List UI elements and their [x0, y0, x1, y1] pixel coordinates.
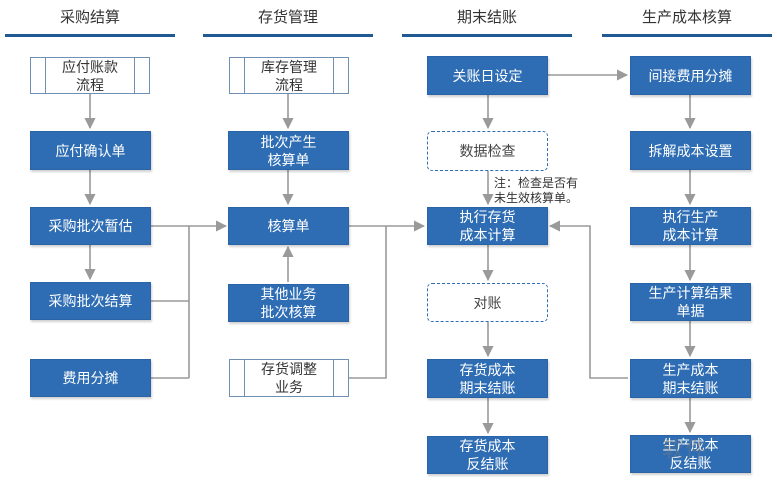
node-label: 存货调整 业务	[261, 361, 317, 395]
column-title-purchase: 采购结算	[59, 9, 120, 26]
node-payable-flow: 应付账款 流程	[30, 57, 150, 94]
process-bar-right	[333, 360, 334, 396]
column-divider-inventory	[203, 34, 373, 37]
process-bar-right	[134, 58, 135, 93]
node-indirect-allocation: 间接费用分摊	[630, 56, 751, 95]
node-data-check: 数据检查	[427, 131, 548, 171]
arrow-prod-close-to-exec	[548, 220, 628, 379]
node-stock-flow: 库存管理 流程	[229, 57, 349, 94]
node-production-result-doc: 生产计算结果 单据	[630, 283, 751, 321]
node-split-cost: 拆解成本设置	[630, 131, 751, 170]
node-payable-confirm: 应付确认单	[30, 131, 151, 170]
node-inventory-period-close: 存货成本 期末结账	[427, 359, 548, 398]
column-divider-production	[602, 34, 772, 37]
node-batch-settle: 采购批次结算	[30, 282, 151, 320]
column-title-inventory: 存货管理	[257, 9, 318, 26]
check-note: 注：检查是否有 未生效核算单。	[494, 176, 579, 205]
node-other-business: 其他业务 批次核算	[228, 284, 349, 322]
column-divider-closing	[402, 34, 572, 37]
node-expense-allocation: 费用分摊	[30, 359, 151, 397]
process-bar-left	[244, 58, 245, 93]
node-exec-production-cost: 执行生产 成本计算	[630, 207, 751, 245]
node-exec-inventory-cost: 执行存货 成本计算	[427, 207, 548, 245]
column-title-production: 生产成本核算	[641, 9, 732, 26]
connector-adjust-to-exec	[349, 226, 387, 379]
node-close-date: 关账日设定	[427, 56, 548, 95]
node-adjust-business: 存货调整 业务	[229, 359, 349, 397]
column-title-closing: 期末结账	[456, 9, 517, 26]
node-inventory-reverse-close: 存货成本 反结账	[427, 436, 548, 474]
node-label: 库存管理 流程	[261, 58, 317, 93]
node-production-reverse-close: 生产成本 反结账	[630, 435, 751, 473]
node-reconcile: 对账	[427, 283, 548, 322]
process-bar-left	[45, 58, 46, 93]
node-batch-estimate: 采购批次暂估	[30, 207, 151, 245]
process-bar-right	[333, 58, 334, 93]
watermark-text: 软件	[662, 437, 709, 462]
node-accounting-doc: 核算单	[228, 207, 349, 245]
process-bar-left	[244, 360, 245, 396]
node-batch-generate: 批次产生 核算单	[228, 131, 349, 170]
column-divider-purchase	[5, 34, 175, 37]
node-production-period-close: 生产成本 期末结账	[630, 359, 751, 398]
node-label: 应付账款 流程	[62, 58, 118, 93]
